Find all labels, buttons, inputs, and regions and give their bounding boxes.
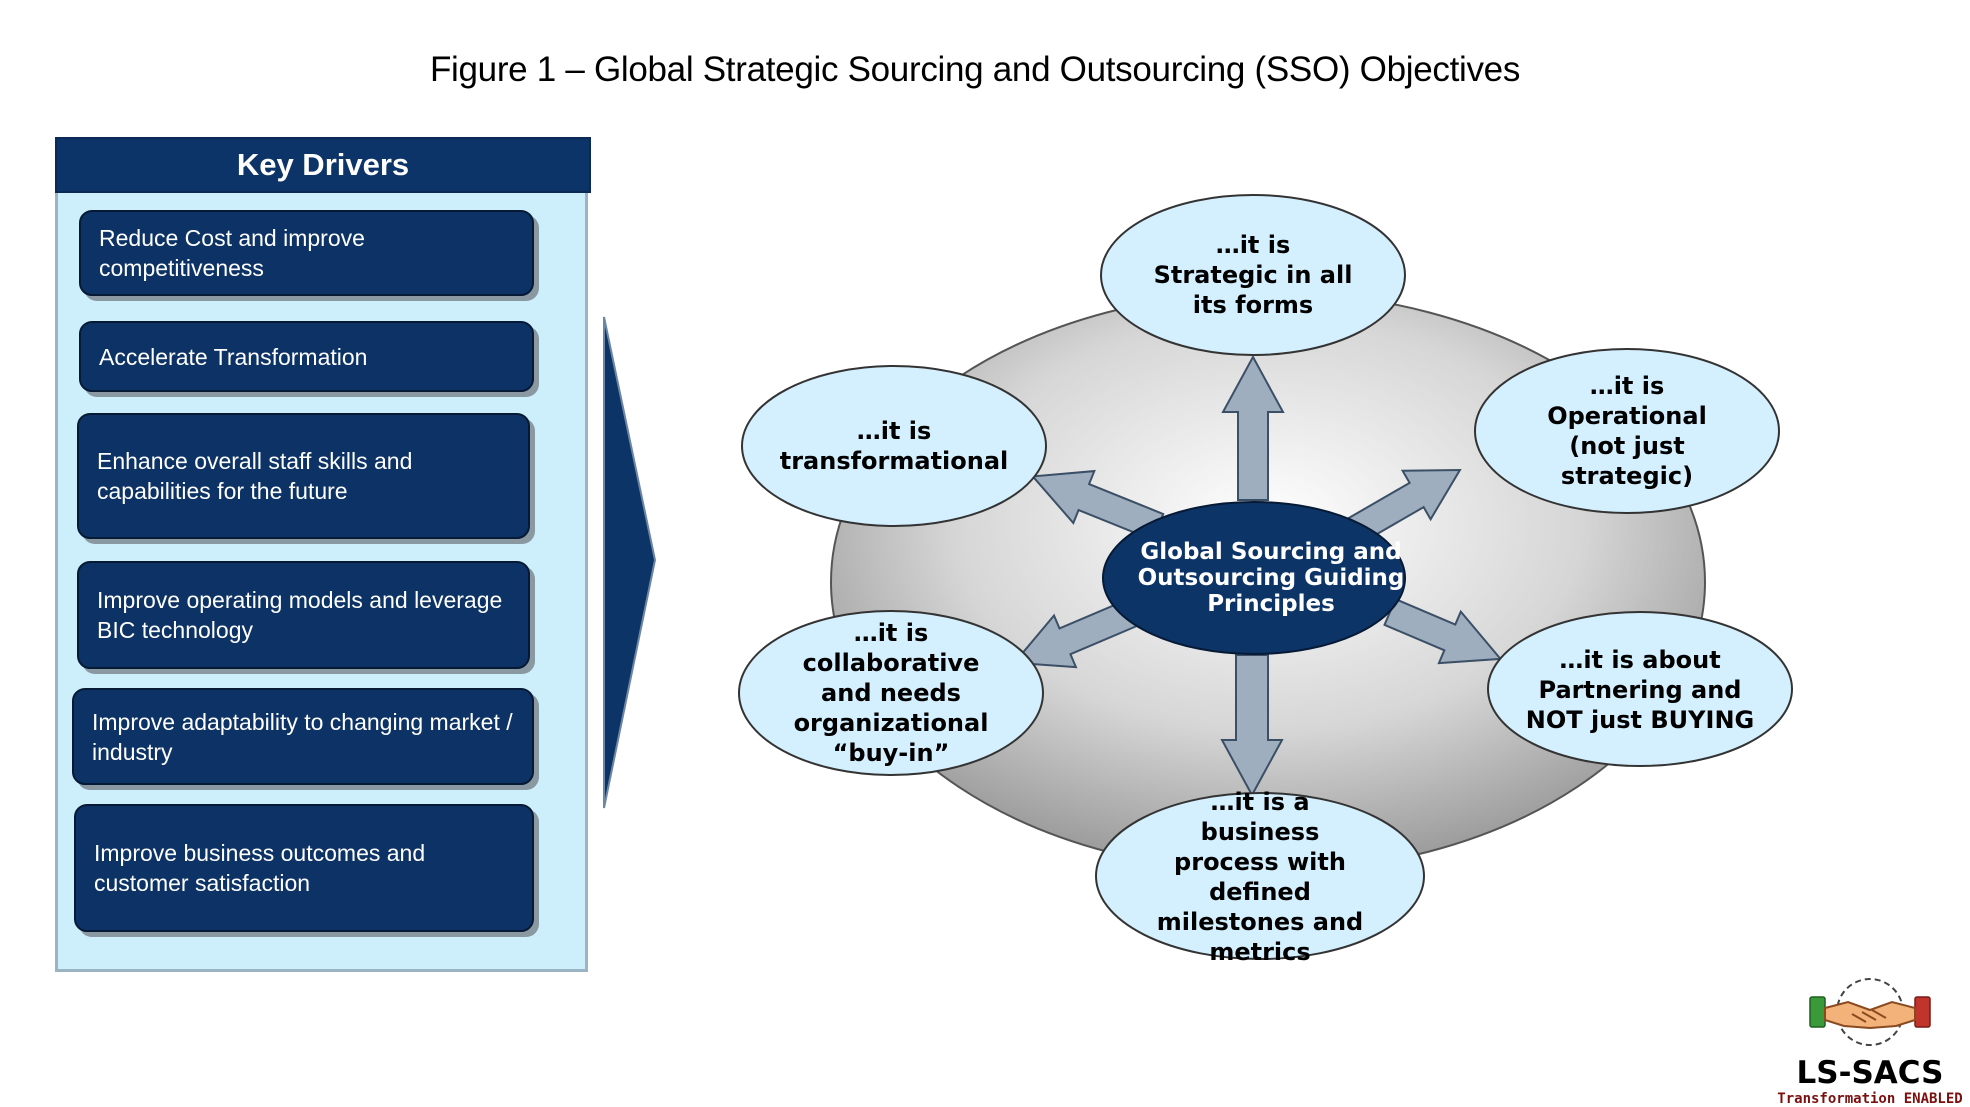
principle-collaborative-text: …it is collaborative and needs organizat… <box>793 618 989 767</box>
logo-name: LS-SACS <box>1796 1055 1944 1091</box>
key-drivers-header: Key Drivers <box>55 137 591 193</box>
driver-label: Reduce Cost and improve competitiveness <box>99 225 365 281</box>
driver-label: Improve business outcomes and customer s… <box>94 840 426 896</box>
ls-sacs-logo: LS-SACS Transformation ENABLED <box>1770 970 1970 1107</box>
big-arrow-connector <box>603 316 657 809</box>
arrow-up-icon <box>1221 354 1285 501</box>
principle-partnering-text: …it is about Partnering and NOT just BUY… <box>1525 646 1755 734</box>
driver-enhance-staff-skills: Enhance overall staff skills and capabil… <box>77 413 530 539</box>
driver-accelerate-transformation: Accelerate Transformation <box>79 321 534 392</box>
driver-improve-business-outcomes: Improve business outcomes and customer s… <box>74 804 534 932</box>
figure-title: Figure 1 – Global Strategic Sourcing and… <box>429 50 1521 89</box>
center-hub <box>1102 501 1406 655</box>
driver-label: Accelerate Transformation <box>99 343 368 370</box>
principle-business-process-text: …it is a business process with defined m… <box>1156 788 1364 966</box>
arrow-down-icon <box>1220 654 1284 798</box>
bubble-partnering <box>1487 611 1793 767</box>
bubble-operational <box>1474 348 1780 514</box>
principle-strategic-text: …it is Strategic in all its forms <box>1153 231 1353 319</box>
driver-label: Improve adaptability to changing market … <box>92 708 513 765</box>
driver-reduce-cost: Reduce Cost and improve competitiveness <box>79 210 534 296</box>
bubble-business-process <box>1095 792 1425 960</box>
driver-improve-adaptability: Improve adaptability to changing market … <box>72 688 534 785</box>
arrow-lower-right-icon <box>1383 597 1503 665</box>
bubble-strategic <box>1100 194 1406 356</box>
bubble-transformational <box>741 365 1047 527</box>
driver-label: Enhance overall staff skills and capabil… <box>97 448 413 504</box>
handshake-logo-icon <box>1809 978 1931 1046</box>
principle-operational-text: …it is Operational (not just strategic) <box>1547 372 1707 490</box>
driver-label: Improve operating models and leverage BI… <box>97 587 503 643</box>
center-hub-label: Global Sourcing and Outsourcing Guiding … <box>1137 539 1405 617</box>
driver-improve-operating-models: Improve operating models and leverage BI… <box>77 561 530 669</box>
arrow-upper-left-icon <box>1030 469 1165 542</box>
bubble-collaborative <box>738 610 1044 776</box>
principle-transformational-text: …it is transformational <box>779 417 1009 475</box>
logo-tagline: Transformation ENABLED <box>1777 1091 1963 1107</box>
